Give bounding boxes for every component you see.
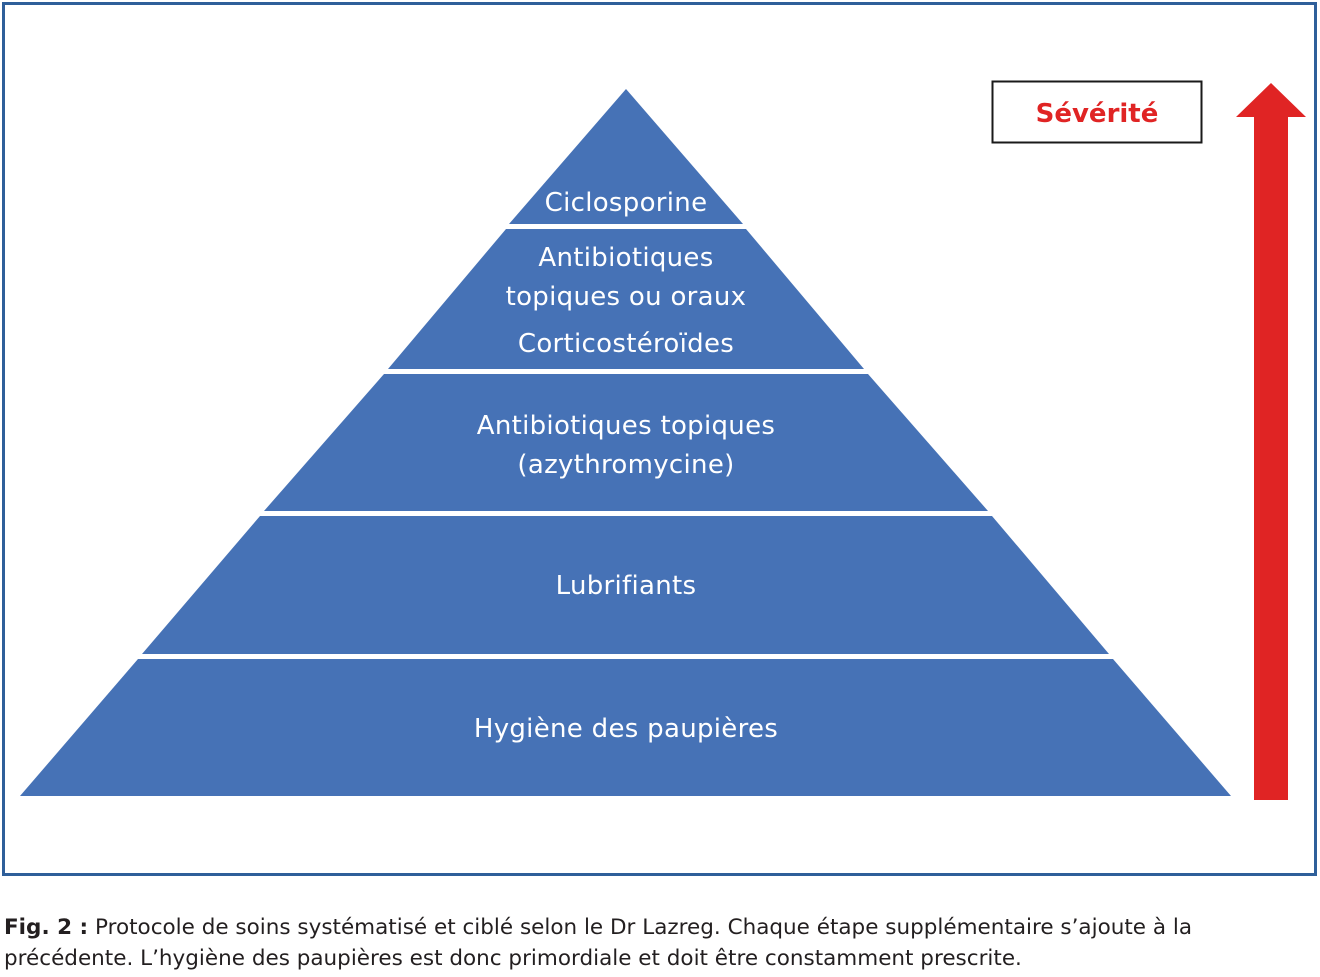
severity-label: Sévérité — [1036, 99, 1159, 129]
figure-caption: Fig. 2 : Protocole de soins systématisé … — [4, 912, 1320, 974]
tier-label-lubrifiants: Lubrifiants — [556, 571, 697, 601]
caption-text-line-2: précédente. L’hygiène des paupières est … — [4, 946, 1022, 971]
severity-pyramid-diagram: Ciclosporine Antibiotiques topiques ou o… — [20, 80, 1306, 800]
tier-label-azythromycine: (azythromycine) — [517, 450, 734, 480]
pyramid-tier-lubrifiants — [142, 516, 1109, 654]
pyramid-tier-antibiotiques-topiques — [264, 374, 988, 511]
severity-indicator: Sévérité — [991, 80, 1306, 800]
pyramid: Ciclosporine Antibiotiques topiques ou o… — [20, 89, 1231, 796]
tier-label-antibiotiques: Antibiotiques — [538, 243, 713, 273]
pyramid-tier-hygiene — [20, 659, 1231, 796]
severity-label-box — [991, 80, 1203, 144]
pyramid-tier-antibiotiques-corticosteroides — [388, 229, 864, 369]
pyramid-tier-ciclosporine — [509, 89, 743, 224]
tier-label-ciclosporine: Ciclosporine — [545, 188, 708, 218]
severity-arrow-up-icon — [1236, 83, 1306, 800]
tier-label-corticosteroides: Corticostéroïdes — [518, 329, 734, 359]
tier-label-antibiotiques-topiques: Antibiotiques topiques — [477, 411, 775, 441]
tier-label-hygiene-des-paupieres: Hygiène des paupières — [474, 714, 778, 744]
caption-line-1: Fig. 2 : Protocole de soins systématisé … — [4, 912, 1320, 943]
caption-figure-label: Fig. 2 : — [4, 915, 89, 940]
tier-label-topiques-ou-oraux: topiques ou oraux — [506, 282, 747, 312]
caption-text-line-1: Protocole de soins systématisé et ciblé … — [95, 915, 1193, 940]
